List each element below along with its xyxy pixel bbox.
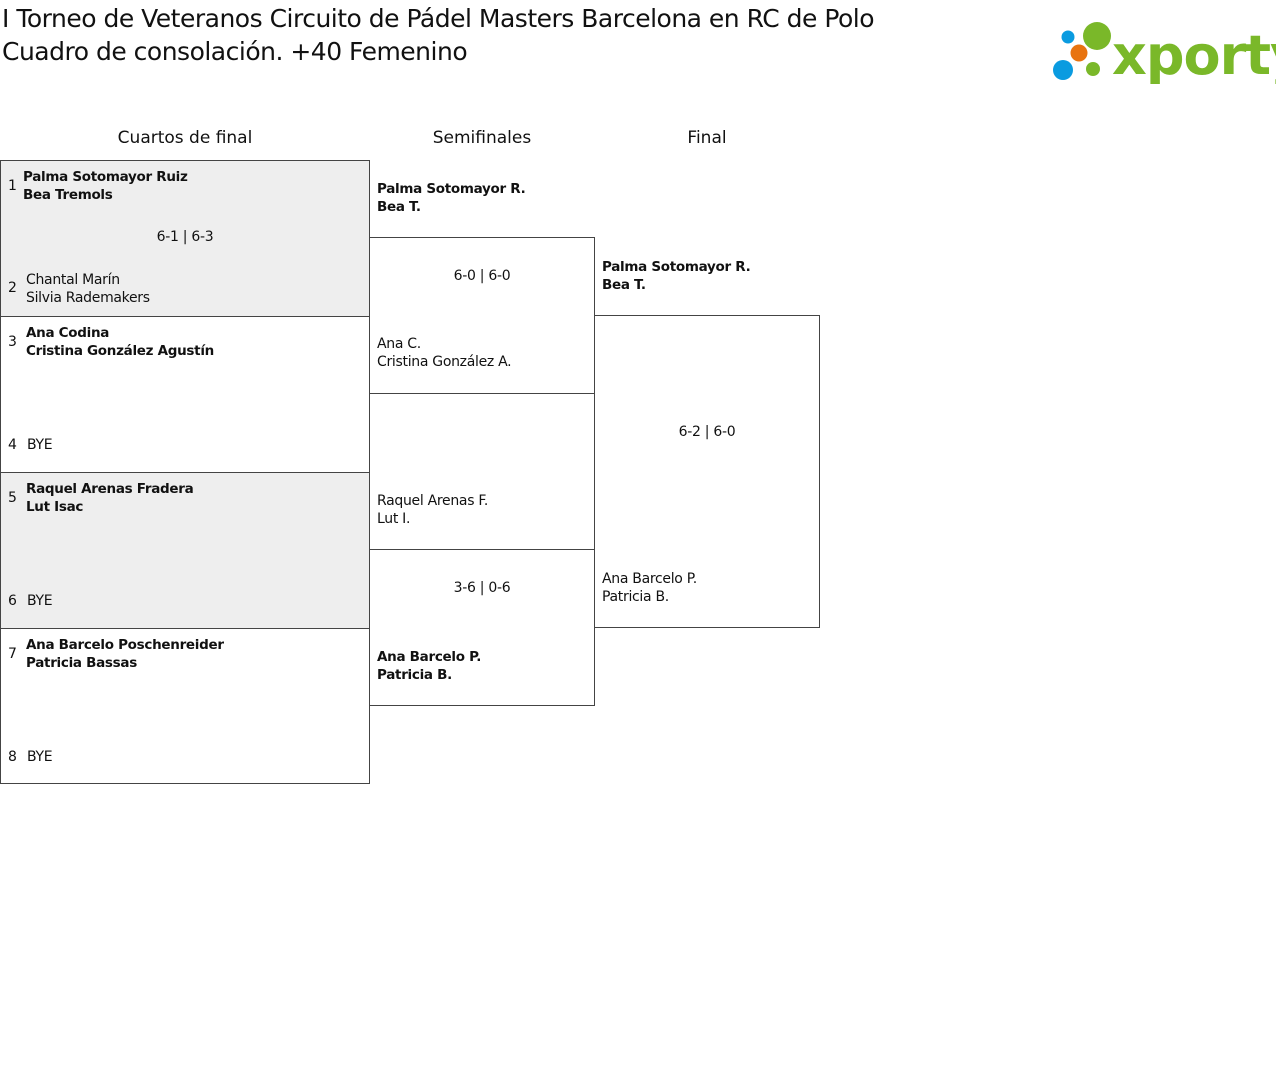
match-score: 6-0 | 6-0 bbox=[453, 268, 511, 284]
svg-text:xporty: xporty bbox=[1112, 24, 1276, 84]
match-final[interactable]: 6-2 | 6-0 Ana Barcelo P.Patricia B. bbox=[594, 315, 820, 628]
round-header-sf: Semifinales bbox=[432, 128, 532, 148]
team-bottom: BYE bbox=[27, 437, 53, 453]
xporty-logo[interactable]: xporty bbox=[1050, 18, 1280, 88]
draw-name: Cuadro de consolación. +40 Femenino bbox=[2, 37, 468, 66]
seed: 1 bbox=[8, 178, 17, 194]
match-score: 3-6 | 0-6 bbox=[453, 580, 511, 596]
logo-icon: xporty bbox=[1053, 22, 1280, 87]
seed: 7 bbox=[8, 646, 17, 662]
match-score: 6-1 | 6-3 bbox=[156, 229, 214, 245]
seed: 5 bbox=[8, 490, 17, 506]
sf-2-team-top: Raquel Arenas F.Lut I. bbox=[377, 493, 489, 527]
team-bottom: Ana C.Cristina González A. bbox=[377, 336, 512, 370]
seed: 4 bbox=[8, 437, 17, 453]
seed: 6 bbox=[8, 593, 17, 609]
match-sf-1[interactable]: 6-0 | 6-0 Ana C.Cristina González A. bbox=[369, 237, 595, 394]
sf-1-team-top: Palma Sotomayor R.Bea T. bbox=[377, 181, 526, 215]
round-header-qf: Cuartos de final bbox=[117, 128, 253, 148]
round-header-final: Final bbox=[687, 128, 727, 148]
seed: 3 bbox=[8, 334, 17, 350]
team-bottom: BYE bbox=[27, 749, 53, 765]
team-bottom: Ana Barcelo P.Patricia B. bbox=[602, 571, 697, 605]
team-bottom: BYE bbox=[27, 593, 53, 609]
final-team-top: Palma Sotomayor R.Bea T. bbox=[602, 259, 751, 293]
page-title: I Torneo de Veteranos Circuito de Pádel … bbox=[2, 2, 922, 68]
team-bottom: Ana Barcelo P.Patricia B. bbox=[377, 649, 482, 683]
seed: 8 bbox=[8, 749, 17, 765]
tournament-name: I Torneo de Veteranos Circuito de Pádel … bbox=[2, 4, 875, 33]
match-sf-2[interactable]: 3-6 | 0-6 Ana Barcelo P.Patricia B. bbox=[369, 549, 595, 706]
match-score: 6-2 | 6-0 bbox=[678, 424, 736, 440]
seed: 2 bbox=[8, 280, 17, 296]
